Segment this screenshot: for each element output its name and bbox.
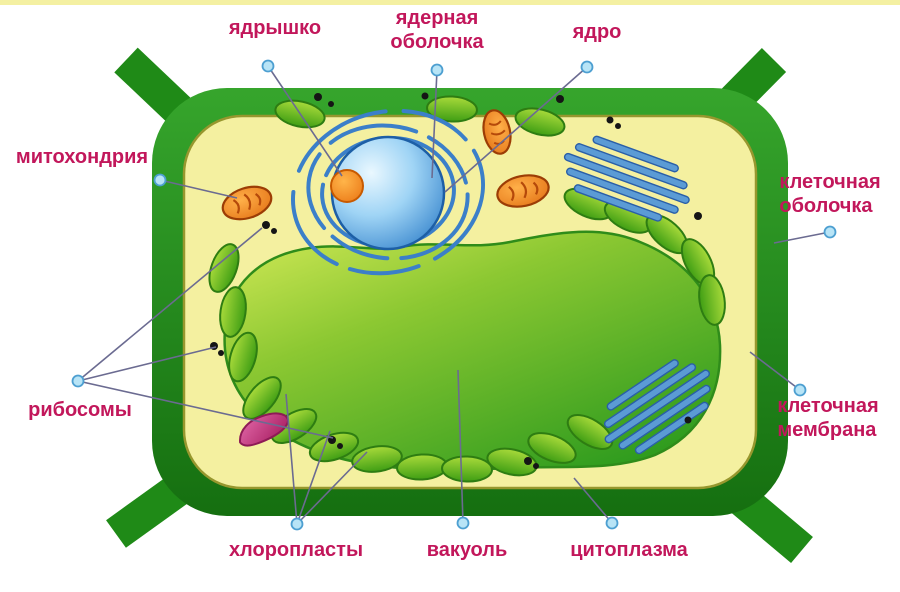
leader-dot <box>71 374 85 388</box>
mitochondrion <box>482 109 512 155</box>
leader-line <box>444 66 588 193</box>
label-nuclear-envelope: ядерная оболочка <box>390 7 484 53</box>
chloroplast <box>566 414 614 450</box>
leader-line <box>457 369 464 524</box>
leader-line <box>77 380 334 439</box>
chloroplast <box>514 107 566 137</box>
chloroplast <box>426 95 478 123</box>
leader-dot <box>793 383 807 397</box>
label-chloroplasts: хлоропласты <box>228 539 364 561</box>
endoplasmic-reticulum <box>563 135 690 222</box>
leader-line <box>267 65 343 177</box>
endoplasmic-reticulum <box>603 359 711 455</box>
ribosome-dot <box>684 416 692 424</box>
leader-dots <box>71 59 837 531</box>
leader-line <box>296 451 368 525</box>
ribosome-dot <box>271 228 277 234</box>
chloroplast <box>228 331 258 383</box>
leader-lines <box>77 65 831 525</box>
ribosome-dot <box>262 221 270 229</box>
ribosome-dot <box>615 123 621 129</box>
leader-line <box>77 227 263 382</box>
ribosome-dot <box>421 92 429 100</box>
chloroplast <box>208 243 240 293</box>
leader-line <box>159 179 238 199</box>
ribosome-dot <box>533 463 539 469</box>
mitochondrion <box>221 185 273 221</box>
nucleolus <box>330 169 364 203</box>
leader-dot <box>605 516 619 530</box>
label-cell-wall: клеточная оболочка <box>779 171 881 217</box>
label-nucleus: ядро <box>572 21 622 43</box>
leader-dot <box>580 60 594 74</box>
leader-line <box>431 69 438 179</box>
top-strip <box>0 0 900 5</box>
leader-dot <box>823 225 837 239</box>
chloroplast <box>698 274 726 326</box>
chloroplast <box>527 432 577 464</box>
chloroplast <box>219 286 247 338</box>
leader-dot <box>456 516 470 530</box>
chloroplast <box>441 455 493 483</box>
label-cell-membrane: клеточная мембрана <box>777 395 879 441</box>
leader-dot <box>153 173 167 187</box>
mitochondrion <box>496 174 550 208</box>
label-mitochondrion: митохондрия <box>15 146 149 168</box>
ribosome-dot <box>606 116 614 124</box>
ribosome-dot <box>556 95 564 103</box>
ribosome-dot <box>694 212 702 220</box>
ribosome-dot <box>328 101 334 107</box>
leader-line <box>773 231 831 244</box>
chloroplast <box>351 445 403 473</box>
ribosome-dot <box>337 443 343 449</box>
ribosome-dot <box>524 457 532 465</box>
label-ribosomes: рибосомы <box>28 399 132 421</box>
label-vacuole: вакуоль <box>426 539 508 561</box>
leader-line <box>749 351 801 391</box>
leader-dot <box>290 517 304 531</box>
ribosome-dot <box>218 350 224 356</box>
leader-line <box>77 346 217 382</box>
leader-line <box>573 477 613 524</box>
label-cytoplasm: цитоплазма <box>570 539 688 561</box>
ribosome-dot <box>314 93 322 101</box>
leader-line <box>285 393 298 525</box>
chloroplast <box>242 376 282 420</box>
leader-line <box>296 430 331 525</box>
label-nucleolus: ядрышко <box>228 17 322 39</box>
leader-dot <box>261 59 275 73</box>
leader-dot <box>430 63 444 77</box>
